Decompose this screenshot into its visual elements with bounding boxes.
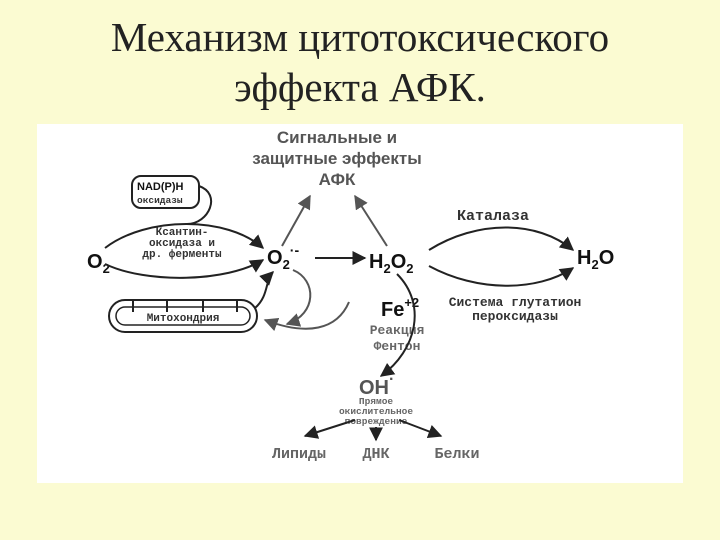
mitochondria-shape — [108, 299, 258, 333]
arrow-h2o2-to-hydroxyl — [379, 273, 416, 377]
superoxide-label: O2·- — [267, 242, 299, 272]
arrow-fenton-loop — [285, 269, 312, 327]
arrow-glutathione — [428, 265, 575, 287]
xanthine-label-3: др. ферменты — [142, 248, 222, 261]
xanthine-label-2: оксидаза и — [149, 238, 215, 250]
o2-label: O2 — [87, 251, 110, 276]
damage-label-2: окислительное — [339, 406, 413, 417]
slide-title: Механизм цитотоксического эффекта АФК. — [0, 12, 720, 112]
signal-effects-line-3: АФК — [319, 170, 356, 189]
nadph-label: NAD(P)H — [137, 181, 183, 193]
arrow-h2o2-to-signal — [354, 194, 388, 247]
fe-label: Fe+2 — [381, 295, 419, 321]
catalase-label: Каталаза — [457, 208, 529, 225]
signal-effects-line-1: Сигнальные и — [277, 128, 397, 147]
oxidases-label: оксидазы — [137, 195, 183, 206]
proteins-label: Белки — [434, 446, 479, 463]
arrow-to-proteins — [398, 419, 443, 439]
lipids-label: Липиды — [272, 446, 326, 463]
gpx-label-1: Система глутатион — [449, 295, 582, 310]
arrow-o2-to-superoxide-upper — [104, 223, 265, 249]
arrow-to-lipids — [303, 419, 356, 439]
arrow-superoxide-to-signal — [281, 194, 311, 247]
xanthine-label-1: Ксантин- — [156, 227, 209, 239]
arrow-o2-to-superoxide-lower — [104, 259, 265, 279]
diagram-panel: Сигнальные и защитные эффекты АФК NAD(P)… — [37, 124, 683, 483]
fenton-label-2: Фентон — [374, 339, 421, 354]
arrow-catalase — [428, 226, 575, 251]
damage-label-1: Прямое — [359, 396, 394, 407]
hydroxyl-label: OH· — [359, 371, 394, 399]
ros-mechanism-diagram: Сигнальные и защитные эффекты АФК NAD(P)… — [87, 128, 614, 463]
nadph-oxidase-box — [131, 175, 200, 209]
title-line-1: Механизм цитотоксического — [110, 14, 610, 60]
title-line-2: эффекта АФК. — [234, 64, 486, 110]
gpx-label-2: пероксидазы — [472, 309, 558, 324]
fenton-label-1: Реакция — [370, 323, 425, 338]
h2o2-label: H2O2 — [369, 251, 413, 276]
arrow-mito-to-superoxide — [254, 271, 274, 309]
h2o-label: H2O — [577, 247, 614, 272]
mitochondria-label: Митохондрия — [147, 313, 220, 325]
damage-label-3: повреждение — [345, 416, 408, 427]
arrow-fe-to-mito — [263, 301, 350, 332]
dna-label: ДНК — [362, 446, 389, 463]
signal-effects-line-2: защитные эффекты — [252, 149, 422, 168]
